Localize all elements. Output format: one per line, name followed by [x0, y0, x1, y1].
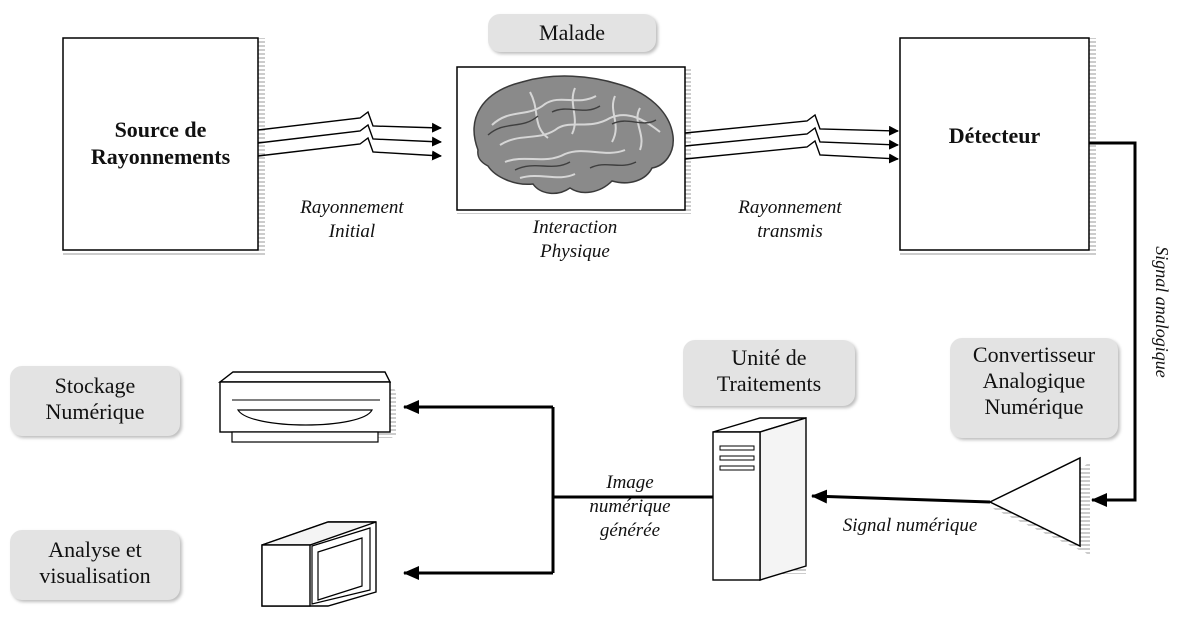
amplifier-triangle-icon	[988, 456, 1090, 555]
analysis-line2: visualisation	[39, 563, 151, 588]
processing-unit-line1: Unité de	[731, 345, 807, 370]
storage-line2: Numérique	[45, 399, 145, 424]
initial-radiation-line2: Initial	[328, 221, 376, 242]
digital-signal-arrow	[811, 489, 991, 504]
processing-unit-line2: Traitements	[716, 371, 822, 396]
converter-label: Convertisseur Analogique Numérique	[950, 338, 1118, 438]
disk-drive-icon	[217, 371, 396, 443]
source-label-line1: Source de	[114, 117, 207, 142]
generated-image-line1: Image	[606, 472, 654, 493]
converter-line2: Analogique	[982, 368, 1086, 393]
interaction-line1: Interaction	[532, 217, 618, 238]
digital-signal-label: Signal numérique	[842, 515, 978, 536]
converter-line1: Convertisseur	[972, 342, 1096, 367]
transmitted-radiation-label: Rayonnement transmis	[700, 196, 880, 244]
analysis-label: Analyse et visualisation	[10, 530, 180, 600]
generated-image-line3: générée	[599, 520, 661, 541]
interaction-line2: Physique	[540, 241, 610, 262]
transmitted-radiation-arrows	[684, 113, 899, 164]
analysis-line1: Analyse et	[48, 537, 142, 562]
server-tower-icon	[712, 417, 807, 581]
source-label-line2: Rayonnements	[90, 144, 231, 169]
interaction-label: Interaction Physique	[480, 216, 670, 264]
initial-radiation-label: Rayonnement Initial	[262, 196, 442, 244]
detector-box	[899, 37, 1096, 255]
monitor-icon	[261, 521, 377, 607]
analog-signal-label: Signal analogique	[1152, 246, 1172, 378]
brain-image	[473, 75, 674, 195]
generated-image-label: Image numérique générée	[570, 471, 690, 543]
analog-signal-connector	[1089, 141, 1137, 507]
transmitted-radiation-line1: Rayonnement	[738, 197, 842, 218]
storage-label: Stockage Numérique	[10, 366, 180, 436]
initial-radiation-arrows	[257, 110, 442, 161]
source-box-label: Source de Rayonnements	[63, 116, 258, 170]
initial-radiation-line1: Rayonnement	[300, 197, 404, 218]
output-connector	[403, 400, 713, 580]
source-box	[62, 37, 265, 255]
storage-line1: Stockage	[54, 373, 136, 398]
transmitted-radiation-line2: transmis	[757, 221, 823, 242]
converter-line3: Numérique	[984, 394, 1084, 419]
processing-unit-label: Unité de Traitements	[683, 340, 855, 406]
detector-label: Détecteur	[948, 123, 1041, 148]
generated-image-line2: numérique	[589, 496, 671, 517]
patient-label: Malade	[488, 14, 656, 52]
